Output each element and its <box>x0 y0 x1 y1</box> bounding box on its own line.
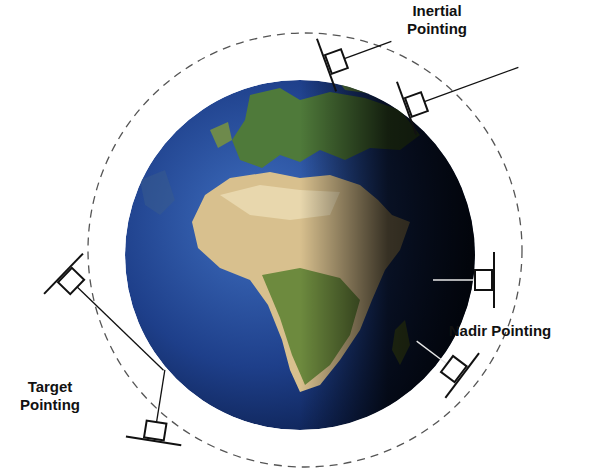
satellite-target-1 <box>44 254 183 391</box>
satellites <box>44 15 528 445</box>
satellite-nadir-1 <box>433 252 494 308</box>
mode-label: Inertial Pointing <box>396 2 478 38</box>
satellite-inertial-1 <box>317 15 401 91</box>
satellite-inertial-2 <box>397 41 528 134</box>
orbit-path <box>88 33 522 467</box>
mode-label: Target Pointing <box>8 378 92 414</box>
satellite-target-2 <box>126 365 193 445</box>
earth-globe <box>100 60 500 460</box>
mode-label: Nadir Pointing <box>438 322 562 340</box>
